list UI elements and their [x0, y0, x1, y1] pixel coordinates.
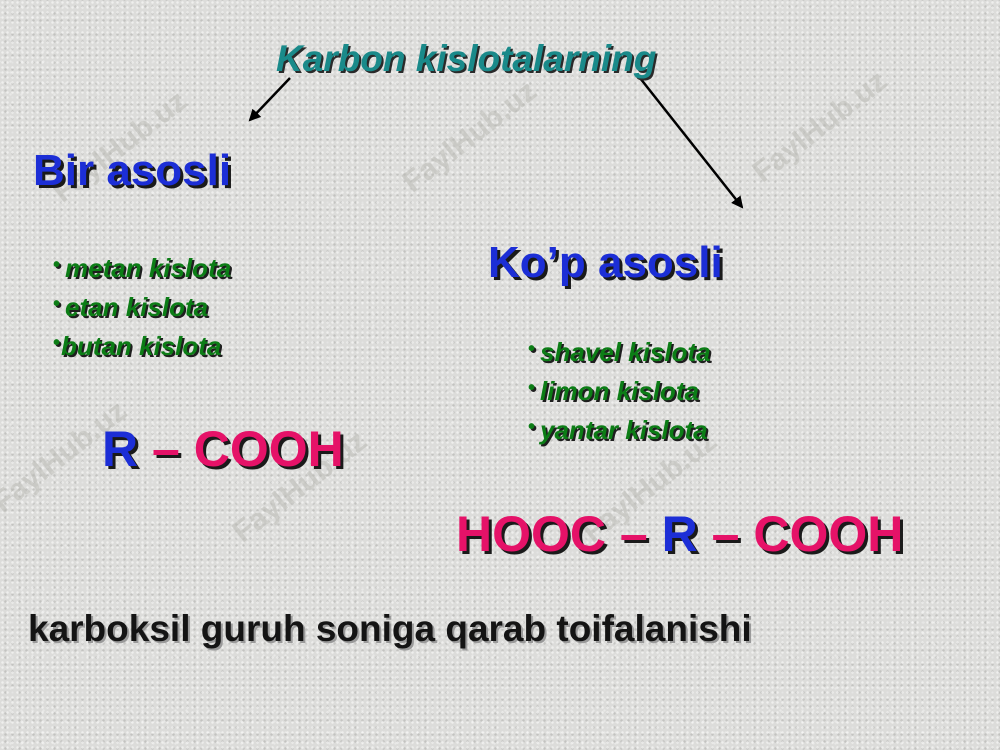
heading-kop-asosli: Ko’p asosli [488, 238, 723, 287]
formula-monobasic: R – COOH [102, 421, 344, 477]
list-item: •limon kislota [528, 376, 699, 406]
slide-title: Karbon kislotalarning [276, 38, 657, 79]
heading-bir-asosli: Bir asosli [33, 146, 232, 195]
left-list: •metan kislota •etan kislota •butan kisl… [53, 246, 231, 363]
list-item: •butan kislota [53, 331, 222, 361]
bullet-icon: • [528, 338, 536, 360]
bullet-icon: • [53, 332, 61, 354]
list-item: •etan kislota [53, 292, 209, 322]
bullet-icon: • [53, 254, 61, 276]
bullet-icon: • [528, 377, 536, 399]
arrow-left [248, 77, 291, 122]
bullet-icon: • [528, 416, 536, 438]
list-item: •metan kislota [53, 253, 232, 283]
arrow-right [639, 77, 744, 209]
list-item: •yantar kislota [528, 415, 708, 445]
right-list: •shavel kislota •limon kislota •yantar k… [528, 330, 711, 447]
formula-polybasic: HOOC – R – COOH [456, 506, 904, 562]
list-item: •shavel kislota [528, 337, 711, 367]
bullet-icon: • [53, 293, 61, 315]
footer-caption: karboksil guruh soniga qarab toifalanish… [28, 608, 752, 649]
